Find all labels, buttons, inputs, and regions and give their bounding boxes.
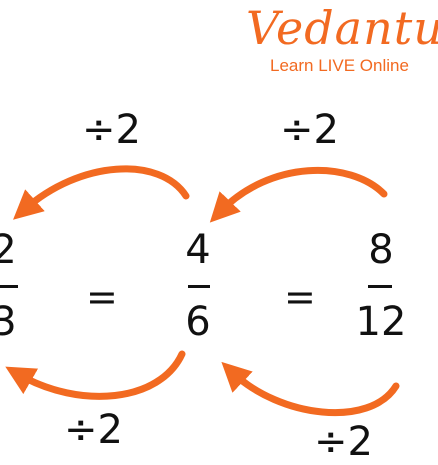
bottom-right-arrow bbox=[221, 361, 400, 416]
fraction-1-bar bbox=[0, 285, 18, 288]
fraction-1-denominator: 3 bbox=[0, 299, 17, 345]
fraction-1-numerator: 2 bbox=[0, 227, 17, 273]
fraction-3-numerator: 8 bbox=[368, 227, 394, 273]
bottom-left-arrow bbox=[5, 350, 186, 400]
fraction-2-denominator: 6 bbox=[185, 299, 211, 345]
logo-wordmark: Vedantu bbox=[246, 1, 438, 55]
fraction-2-numerator: 4 bbox=[185, 227, 211, 273]
op-label-top-left: ÷2 bbox=[82, 107, 141, 153]
equals-sign-2: = bbox=[284, 275, 316, 319]
op-label-bottom-right: ÷2 bbox=[314, 419, 373, 465]
fraction-3-denominator: 12 bbox=[355, 299, 407, 345]
top-right-arrow bbox=[209, 166, 388, 223]
vedantu-logo: Vedantu Learn LIVE Online bbox=[246, 0, 438, 80]
fraction-2-bar bbox=[188, 285, 210, 288]
op-label-top-right: ÷2 bbox=[280, 107, 339, 153]
fraction-3-bar bbox=[368, 285, 392, 288]
top-left-arrow bbox=[13, 165, 190, 220]
logo-tagline: Learn LIVE Online bbox=[270, 56, 409, 75]
op-label-bottom-left: ÷2 bbox=[64, 407, 123, 453]
equals-sign-1: = bbox=[86, 275, 118, 319]
